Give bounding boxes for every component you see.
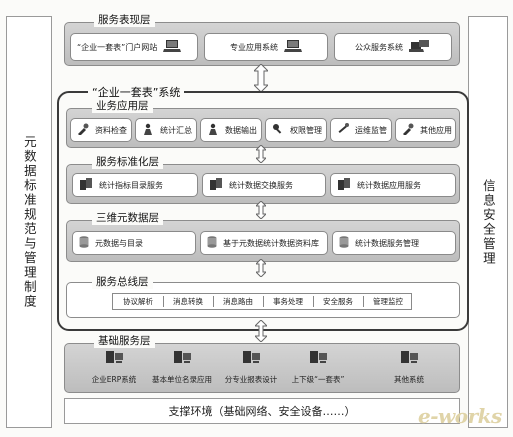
portal-site-label: “企业一套表”门户网站 (77, 42, 158, 52)
unit-directory[interactable]: 基本单位名录应用 (144, 350, 220, 385)
support-environment-label: 支撑环境（基础网络、安全设备……） (168, 405, 356, 418)
data-exchange-label: 统计数据交换服务 (229, 180, 293, 190)
data-service-mgmt-label: 统计数据服务管理 (355, 238, 419, 248)
professional-system-box[interactable]: 专业应用系统 (204, 33, 328, 61)
metadata-repository-label: 基于元数据统计数据资料库 (223, 238, 319, 248)
support-environment: 支撑环境（基础网络、安全设备……） (64, 398, 460, 424)
bus-item[interactable]: 协议解析 (113, 294, 163, 309)
metadata-repository-box[interactable]: 基于元数据统计数据资料库 (200, 231, 328, 255)
metadata-standards-label: 元数据标准规范与管理制度 (21, 135, 37, 309)
metadata-catalog-label: 元数据与目录 (95, 238, 143, 248)
report-design-label: 分专业报表设计 (224, 375, 278, 384)
bus-item-label: 消息路由 (223, 297, 253, 306)
metadata-standards-column: 元数据标准规范与管理制度 (6, 16, 52, 428)
server-icon (337, 177, 351, 193)
bus-item[interactable]: 安全服务 (313, 294, 363, 309)
professional-system-label: 专业应用系统 (230, 42, 278, 52)
data-application-box[interactable]: 统计数据应用服务 (330, 173, 456, 197)
person-icon (207, 123, 219, 137)
metadata-catalog-box[interactable]: 元数据与目录 (72, 231, 196, 255)
data-application-label: 统计数据应用服务 (357, 180, 421, 190)
double-arrow-icon (255, 320, 267, 342)
bus-item-label: 事务处理 (273, 297, 303, 306)
server-icon (209, 177, 223, 193)
stat-summary-box[interactable]: 统计汇总 (135, 118, 197, 142)
standardization-layer-title: 服务标准化层 (92, 154, 163, 169)
laptop-icon (284, 39, 302, 55)
permission-mgmt-label: 权限管理 (290, 125, 322, 135)
data-service-mgmt-box[interactable]: 统计数据服务管理 (332, 231, 456, 255)
permission-mgmt-box[interactable]: 权限管理 (265, 118, 327, 142)
public-service-label: 公众服务系统 (355, 42, 403, 52)
indicator-catalog-label: 统计指标目录服务 (99, 180, 163, 190)
double-arrow-icon (256, 259, 266, 277)
data-exchange-box[interactable]: 统计数据交换服务 (202, 173, 326, 197)
bus-item[interactable]: 消息转换 (163, 294, 213, 309)
public-service-box[interactable]: 公众服务系统 (334, 33, 452, 61)
ework-watermark: e-works (418, 404, 502, 428)
bus-item-label: 安全服务 (323, 297, 353, 306)
base-layer-title: 基础服务层 (94, 333, 155, 348)
computer-icon (308, 350, 328, 370)
bus-strip: 协议解析 消息转换 消息路由 事务处理 安全服务 管理监控 (112, 293, 412, 310)
unit-directory-label: 基本单位名录应用 (152, 375, 212, 384)
database-icon (207, 236, 217, 250)
bus-item[interactable]: 管理监控 (363, 294, 413, 309)
laptop-icon (163, 39, 182, 55)
data-output-box[interactable]: 数据输出 (200, 118, 262, 142)
data-check-box[interactable]: 资料检查 (70, 118, 132, 142)
data-check-label: 资料检查 (95, 125, 127, 135)
key-icon (272, 123, 284, 137)
person-icon (142, 123, 154, 137)
erp-system-label: 企业ERP系统 (91, 375, 137, 384)
bus-item[interactable]: 消息路由 (213, 294, 263, 309)
report-design[interactable]: 分专业报表设计 (216, 350, 286, 385)
stat-summary-label: 统计汇总 (160, 125, 192, 135)
database-icon (79, 236, 89, 250)
tools-icon (77, 123, 89, 137)
double-arrow-icon (256, 201, 266, 219)
erp-system[interactable]: 企业ERP系统 (84, 350, 144, 385)
wrench-icon (337, 123, 349, 137)
bus-item-label: 消息转换 (173, 297, 203, 306)
info-security-label: 信息安全管理 (480, 178, 496, 266)
computer-icon (172, 350, 192, 370)
computer-icon (104, 350, 124, 370)
superior-subordinate-label: 上下级“一套表” (291, 375, 345, 384)
other-apps-box[interactable]: 其他应用 (395, 118, 456, 142)
portal-site-box[interactable]: “企业一套表”门户网站 (70, 33, 198, 61)
metadata-layer-title: 三维元数据层 (92, 210, 163, 225)
other-apps-label: 其他应用 (420, 125, 452, 135)
bus-item[interactable]: 事务处理 (263, 294, 313, 309)
info-security-column: 信息安全管理 (468, 16, 508, 428)
indicator-catalog-box[interactable]: 统计指标目录服务 (72, 173, 198, 197)
data-output-label: 数据输出 (225, 125, 257, 135)
application-layer-title: 业务应用层 (92, 98, 153, 113)
ops-monitor-box[interactable]: 运维监管 (330, 118, 392, 142)
other-systems[interactable]: 其他系统 (384, 350, 434, 385)
database-icon (339, 236, 349, 250)
server-icon (79, 177, 93, 193)
tools-icon (402, 123, 414, 137)
ops-monitor-label: 运维监管 (355, 125, 387, 135)
computer-icon (241, 350, 261, 370)
presentation-layer-title: 服务表现层 (94, 12, 155, 27)
double-arrow-icon (256, 145, 266, 163)
double-arrow-icon (254, 64, 268, 92)
system-title: “企业一套表”系统 (88, 84, 185, 100)
laptop-icon (409, 39, 431, 55)
bus-item-label: 协议解析 (123, 297, 153, 306)
superior-subordinate-table[interactable]: 上下级“一套表” (282, 350, 354, 385)
bus-item-label: 管理监控 (373, 297, 403, 306)
computer-icon (399, 350, 419, 370)
base-layer (64, 343, 460, 393)
other-systems-label: 其他系统 (394, 375, 424, 384)
bus-layer-title: 服务总线层 (92, 274, 153, 289)
